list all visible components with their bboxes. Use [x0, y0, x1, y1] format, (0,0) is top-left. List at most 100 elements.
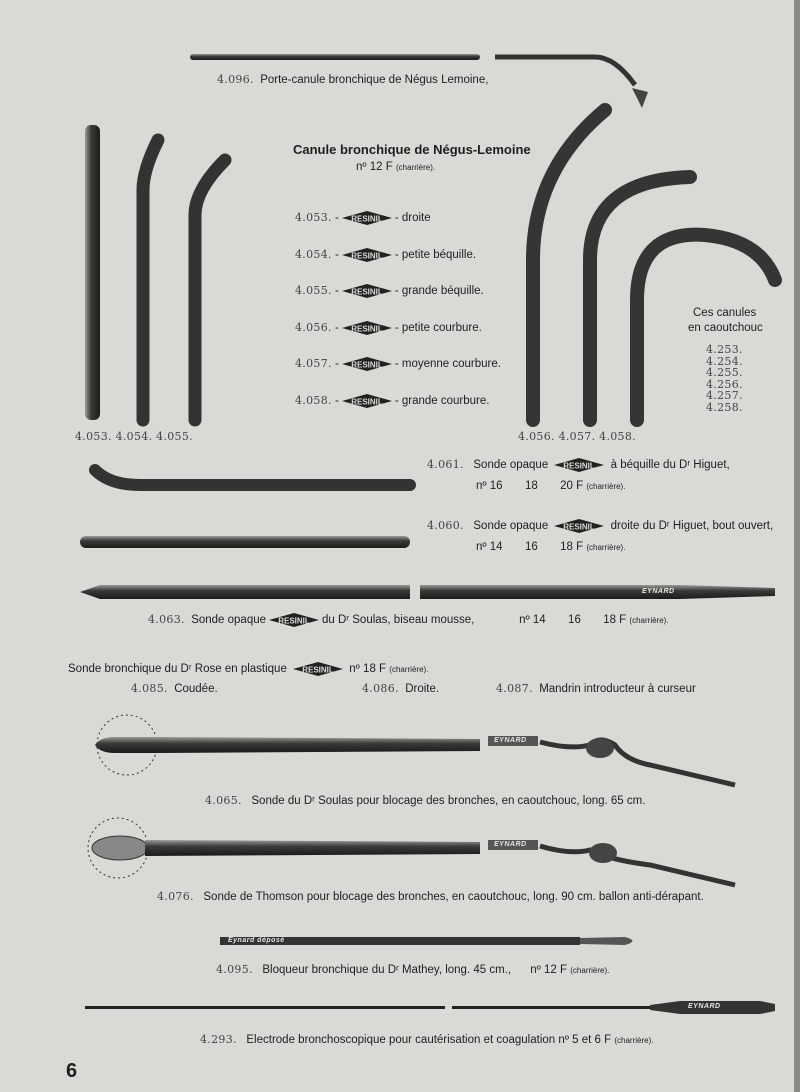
- ref-number: 4.055.: [295, 284, 332, 298]
- item-4065: 4.065. Sonde du Dʳ Soulas pour blocage d…: [205, 794, 645, 807]
- separator: -: [335, 212, 339, 225]
- unit: (charrière).: [389, 665, 429, 675]
- resinil-logo: RESINIL: [341, 357, 392, 371]
- sizes: nº 14 16 18 F: [519, 614, 627, 627]
- canule-row: 4.053. -RESINIL- droite: [295, 211, 431, 225]
- unit: (charrière).: [586, 482, 626, 491]
- eynard-engraving-4063: EYNARD: [642, 588, 675, 595]
- eynard-engraving-4065: EYNARD: [494, 737, 527, 744]
- cannula-curve-4057: [583, 170, 697, 427]
- item-description: Sonde opaque: [473, 459, 549, 472]
- resinil-logo: RESINIL: [341, 393, 392, 408]
- rose-heading: Sonde bronchique du Dʳ Rose en plastique…: [68, 662, 428, 676]
- electrode-4293: [85, 1001, 775, 1014]
- separator: -: [335, 285, 339, 298]
- separator: -: [335, 358, 339, 371]
- resinil-logo: RESINIL: [341, 211, 392, 225]
- right-cannula-labels: 4.056. 4.057. 4.058.: [518, 430, 636, 443]
- ref-number: 4.085.: [131, 682, 168, 695]
- svg-text:RESINIL: RESINIL: [278, 617, 310, 626]
- resinil-logo: RESINIL: [269, 613, 320, 627]
- unit: (charrière).: [586, 543, 626, 552]
- caoutchouc-ref: 4.254.: [706, 354, 743, 368]
- item-description: Sonde opaque: [191, 614, 267, 627]
- canule-row: 4.058. -RESINIL- grande courbure.: [295, 393, 490, 408]
- size: nº 18 F: [349, 663, 387, 676]
- item-description: Sonde du Dʳ Soulas pour blocage des bron…: [251, 795, 646, 807]
- eynard-engraving-4293: EYNARD: [688, 1003, 721, 1010]
- caoutchouc-line1: Ces canules: [693, 307, 757, 319]
- caoutchouc-ref: 4.253.: [706, 343, 743, 356]
- item-description: Electrode bronchoscopique pour cautérisa…: [246, 1034, 612, 1046]
- item-4085: 4.085. Coudée.: [131, 682, 218, 695]
- separator: -: [335, 394, 339, 407]
- size: nº 12 F: [530, 964, 568, 976]
- caoutchouc-ref: 4.257.: [706, 389, 743, 402]
- caoutchouc-line2: en caoutchouc: [688, 322, 763, 334]
- item-description: Bloqueur bronchique du Dʳ Mathey, long. …: [262, 964, 512, 976]
- sonde-thomson-4076: [87, 817, 736, 888]
- caoutchouc-ref: 4.258.: [706, 400, 743, 414]
- item-description: - grande béquille.: [394, 285, 484, 298]
- eynard-engraving-4076: EYNARD: [494, 841, 527, 848]
- item-4095: 4.095. Bloqueur bronchique du Dʳ Mathey,…: [216, 963, 609, 976]
- ref-number: 4.054.: [295, 247, 332, 261]
- svg-text:RESINIL: RESINIL: [564, 523, 596, 532]
- resinil-logo: RESINIL: [341, 284, 392, 298]
- svg-text:RESINIL: RESINIL: [302, 666, 334, 675]
- unit: (charrière).: [570, 966, 610, 975]
- item-4096: 4.096. Porte-canule bronchique de Négus …: [217, 73, 488, 86]
- page-edge: [794, 0, 800, 1092]
- separator: -: [335, 248, 339, 261]
- ref-number: 4.057.: [295, 357, 332, 371]
- item-description: - grande courbure.: [394, 394, 490, 407]
- canule-row: 4.056. -RESINIL- petite courbure.: [295, 320, 482, 335]
- item-description: - moyenne courbure.: [394, 358, 501, 371]
- ref-number: 4.096.: [217, 73, 254, 86]
- cannula-curve-4058: [630, 227, 782, 427]
- unit: (charrière).: [629, 616, 669, 626]
- ref-number: 4.293.: [200, 1033, 237, 1046]
- svg-text:RESINIL: RESINIL: [351, 397, 383, 406]
- ref-number: 4.076.: [157, 890, 194, 903]
- item-description: Sonde de Thomson pour blocage des bronch…: [203, 891, 704, 903]
- item-4087: 4.087. Mandrin introducteur à curseur: [496, 682, 696, 695]
- item-description: - droite: [394, 212, 431, 225]
- sizes: nº 16 18 20 F: [476, 480, 584, 492]
- sizes: nº 14 16 18 F: [476, 541, 584, 553]
- sonde-4061: [89, 464, 416, 491]
- ref-number: 4.095.: [216, 963, 253, 976]
- ref-number: 4.060.: [427, 519, 464, 533]
- resinil-logo: RESINIL: [554, 519, 605, 533]
- sizes-4061: nº 16 18 20 F (charrière).: [476, 480, 625, 492]
- item-description: - petite courbure.: [394, 321, 482, 334]
- resinil-logo: RESINIL: [341, 320, 392, 335]
- item-description: Sonde opaque: [473, 520, 549, 533]
- svg-text:RESINIL: RESINIL: [351, 288, 383, 297]
- caoutchouc-ref: 4.255.: [706, 366, 743, 379]
- ref-number: 4.086.: [362, 682, 399, 695]
- sonde-4060: [80, 536, 410, 548]
- resinil-logo: RESINIL: [554, 458, 605, 472]
- item-4060: 4.060. Sonde opaque RESINIL droite du Dʳ…: [427, 519, 773, 533]
- resinil-logo: RESINIL: [293, 662, 344, 676]
- page-number: 6: [66, 1060, 78, 1082]
- canule-row: 4.054. -RESINIL- petite béquille.: [295, 247, 476, 262]
- canule-row: 4.057. -RESINIL- moyenne courbure.: [295, 357, 501, 371]
- eynard-depose-engraving-4095: Eynard déposé: [228, 937, 285, 944]
- canule-size: nº 12 F (charrière).: [356, 161, 435, 173]
- item-4076: 4.076. Sonde de Thomson pour blocage des…: [157, 890, 704, 903]
- item-4293: 4.293. Electrode bronchoscopique pour ca…: [200, 1033, 653, 1046]
- left-cannula-labels: 4.053. 4.054. 4.055.: [75, 430, 193, 443]
- ref-number: 4.056.: [295, 320, 332, 334]
- svg-text:RESINIL: RESINIL: [564, 462, 596, 471]
- item-description: Porte-canule bronchique de Négus Lemoine…: [260, 74, 489, 86]
- ref-number: 4.053.: [295, 211, 332, 225]
- resinil-logo: RESINIL: [341, 247, 392, 262]
- bloqueur-mathey-4095: [220, 937, 633, 945]
- caoutchouc-ref: 4.256.: [706, 377, 743, 391]
- ref-number: 4.065.: [205, 794, 242, 807]
- sonde-4063: [80, 585, 775, 599]
- item-4086: 4.086. Droite.: [362, 682, 439, 695]
